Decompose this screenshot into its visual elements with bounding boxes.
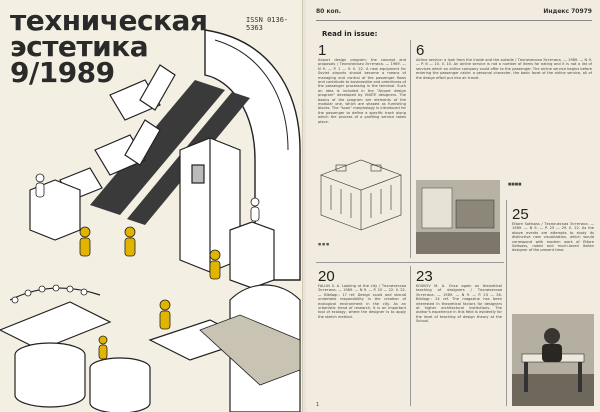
entry-text: FALLIN V. A. Looking at the city / Техни…: [318, 284, 406, 319]
header-rule: [316, 20, 592, 21]
photo-caption: ■■■■: [508, 182, 522, 186]
cover-title: техническая эстетика 9/1989: [10, 4, 208, 89]
entry-text: Airport design program: the concept and …: [318, 58, 406, 124]
header-price: 80 коп.: [316, 8, 342, 15]
magazine-cover: техническая эстетика 9/1989 ISSN 0136-53…: [0, 0, 303, 412]
entry-number: 23: [416, 268, 433, 285]
entry-number: 20: [318, 268, 335, 285]
cover-title-line2: эстетика: [10, 30, 149, 63]
entry-text: KOSKOV M. A. Once again on theoretical t…: [416, 284, 502, 324]
airport-plan-diagram: [316, 155, 406, 240]
entry-text: Ettore Sottsass / Техническая Эстетика. …: [512, 222, 594, 253]
column-divider: [410, 40, 411, 258]
entry-number: 25: [512, 206, 529, 223]
column-divider: [506, 200, 507, 406]
entry-number: 1: [318, 42, 327, 59]
page-header: 80 коп. Индекс 70979: [316, 8, 592, 20]
section-divider: [316, 262, 504, 263]
diagram-caption: ■ ■ ■: [318, 242, 330, 246]
cover-issue-number: 9/1989: [10, 56, 115, 89]
page-number: 1: [316, 402, 320, 408]
entry-text: Airline service: a look from the inside …: [416, 58, 592, 80]
read-in-issue-heading: Read in issue:: [322, 30, 378, 38]
entry-number: 6: [416, 42, 425, 59]
header-index: Индекс 70979: [543, 8, 592, 15]
contents-page: 80 коп. Индекс 70979 Read in issue: 1 Ai…: [306, 0, 600, 412]
cover-title-line1: техническая: [10, 4, 208, 37]
column-divider: [410, 266, 411, 406]
sottsass-portrait-photo: [512, 314, 594, 406]
cover-issn: ISSN 0136-5363: [246, 16, 289, 32]
cover-illustration: [0, 29, 301, 412]
airline-interior-photo: [416, 180, 500, 254]
